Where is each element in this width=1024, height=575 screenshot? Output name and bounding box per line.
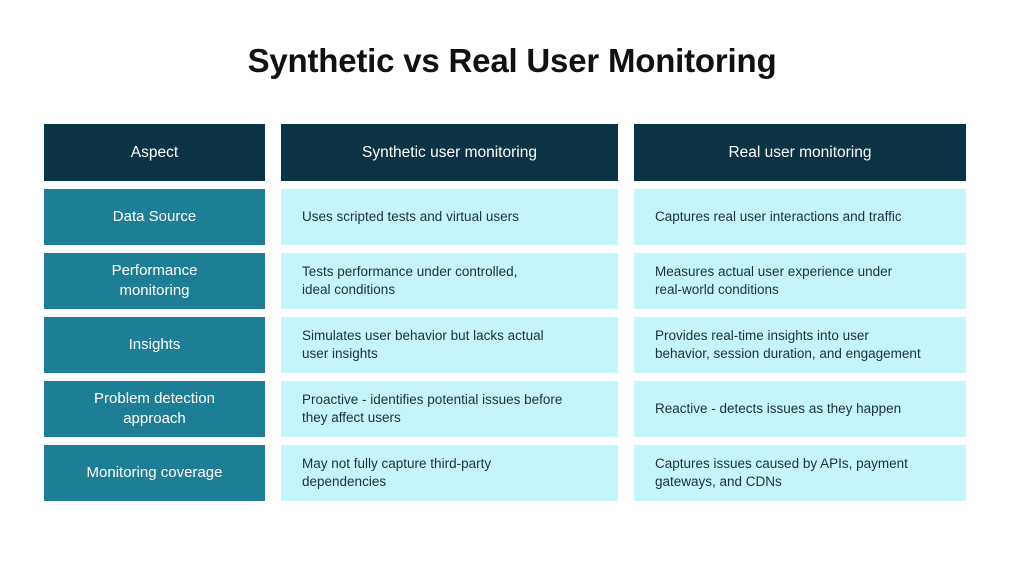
aspect-label: Insights [128,336,181,353]
synthetic-text: Tests performance under controlled, idea… [302,264,518,297]
aspect-label: Monitoring coverage [86,464,223,481]
synthetic-cell: Simulates user behavior but lacks actual… [281,317,618,373]
real-text: Provides real-time insights into user be… [655,328,921,361]
real-cell: Captures real user interactions and traf… [634,189,966,245]
real-text: Measures actual user experience under re… [655,264,893,297]
synthetic-cell: May not fully capture third-party depend… [281,445,618,501]
aspect-cell: Performance monitoring [44,253,265,309]
column-header-aspect-label: Aspect [130,143,179,161]
table-row: Data Source Uses scripted tests and virt… [44,189,966,245]
aspect-label: Performance monitoring [111,262,198,299]
table-row: Problem detection approach Proactive - i… [44,381,966,437]
aspect-label: Data Source [112,208,197,225]
aspect-label: Problem detection approach [94,390,215,427]
column-header-real-label: Real user monitoring [728,143,872,161]
synthetic-text: Proactive - identifies potential issues … [302,392,563,425]
synthetic-cell: Proactive - identifies potential issues … [281,381,618,437]
table-row: Insights Simulates user behavior but lac… [44,317,966,373]
aspect-cell: Problem detection approach [44,381,265,437]
aspect-cell: Insights [44,317,265,373]
page-title: Synthetic vs Real User Monitoring [247,42,777,79]
column-header-synthetic: Synthetic user monitoring [281,124,618,181]
column-header-real: Real user monitoring [634,124,966,181]
real-cell: Provides real-time insights into user be… [634,317,966,373]
synthetic-text: Simulates user behavior but lacks actual… [302,328,544,361]
real-text: Captures issues caused by APIs, payment … [655,456,908,489]
real-cell: Measures actual user experience under re… [634,253,966,309]
real-text: Reactive - detects issues as they happen [655,401,902,416]
synthetic-text: Uses scripted tests and virtual users [302,209,519,224]
synthetic-cell: Uses scripted tests and virtual users [281,189,618,245]
aspect-cell: Data Source [44,189,265,245]
synthetic-text: May not fully capture third-party depend… [302,456,492,489]
column-header-aspect: Aspect [44,124,265,181]
table-row: Monitoring coverage May not fully captur… [44,445,966,501]
table-row: Performance monitoring Tests performance… [44,253,966,309]
column-header-synthetic-label: Synthetic user monitoring [362,143,537,161]
real-text: Captures real user interactions and traf… [655,209,902,224]
synthetic-cell: Tests performance under controlled, idea… [281,253,618,309]
real-cell: Captures issues caused by APIs, payment … [634,445,966,501]
real-cell: Reactive - detects issues as they happen [634,381,966,437]
aspect-cell: Monitoring coverage [44,445,265,501]
comparison-table: Aspect Synthetic user monitoring Real us… [44,124,966,501]
table-header-row: Aspect Synthetic user monitoring Real us… [44,124,966,181]
